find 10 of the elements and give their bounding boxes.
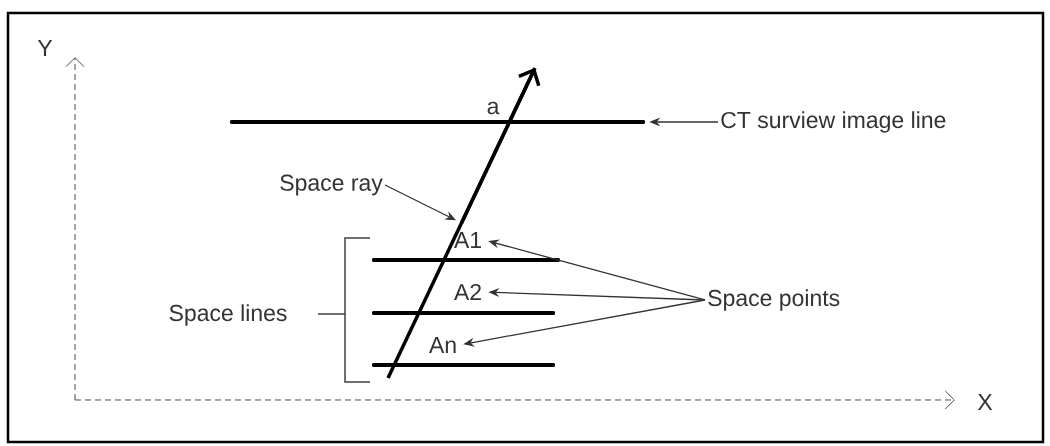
axis-label: Y bbox=[37, 40, 53, 56]
bracket-label: Space lines bbox=[169, 304, 287, 326]
point-label: An bbox=[429, 337, 456, 353]
point-label: a bbox=[487, 101, 500, 115]
callout-text: Space points bbox=[708, 289, 840, 311]
callout-text: Space ray bbox=[280, 174, 383, 196]
axis-label: X bbox=[977, 394, 993, 410]
point-label: A1 bbox=[454, 232, 481, 248]
point-label: A2 bbox=[454, 283, 481, 300]
caption-text: CT surview image line bbox=[721, 111, 946, 133]
